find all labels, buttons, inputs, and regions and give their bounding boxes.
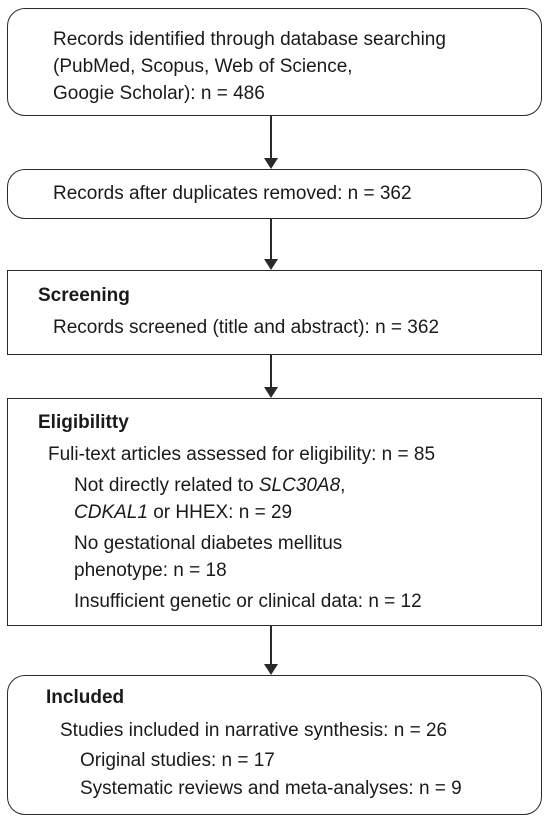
identification-line-2: (PubMed, Scopus, Web of Science,	[53, 56, 353, 77]
duplicates-removed-box: Records after duplicates removed: n = 36…	[7, 169, 542, 219]
screening-box: Screening Records screened (title and ab…	[7, 270, 542, 355]
original-studies-text: Original studies: n = 17	[80, 750, 275, 771]
identification-line-3: Googie Scholar): n = 486	[53, 83, 265, 104]
exclusion-insufficient-data: Insufficient genetic or clinical data: n…	[74, 591, 422, 612]
exclusion-not-related-rest: or HHEX: n = 29	[147, 502, 293, 523]
flow-arrow-2	[264, 219, 278, 270]
studies-included-text: Studies included in narrative synthesis:…	[60, 720, 448, 741]
included-box: Included Studies included in narrative s…	[7, 675, 542, 815]
flow-arrow-3	[264, 355, 278, 398]
identification-box: Records identified through database sear…	[7, 8, 542, 116]
exclusion-comma: ,	[340, 475, 346, 496]
screening-heading: Screening	[38, 285, 130, 306]
exclusion-not-related-cont: CDKAL1 or HHEX: n = 29	[74, 502, 292, 524]
eligibility-box: Eligibilitty Fuli-text articles assessed…	[7, 398, 542, 626]
identification-line-1: Records identified through database sear…	[53, 29, 446, 50]
gene-slc30a8: SLC30A8	[258, 475, 341, 496]
duplicates-removed-text: Records after duplicates removed: n = 36…	[53, 183, 412, 204]
systematic-reviews-text: Systematic reviews and meta-analyses: n …	[80, 778, 462, 799]
flow-arrow-4	[264, 626, 278, 675]
flow-arrow-1	[264, 116, 278, 169]
exclusion-not-related: Not directly related to SLC30A8,	[74, 475, 345, 497]
fulltext-assessed-text: Fuli-text articles assessed for eligibil…	[48, 444, 436, 465]
exclusion-not-related-prefix: Not directly related to	[74, 475, 259, 496]
eligibility-heading: Eligibilitty	[38, 412, 129, 433]
exclusion-no-gdm-line-2: phenotype: n = 18	[74, 560, 227, 581]
included-heading: Included	[46, 687, 125, 708]
exclusion-no-gdm-line-1: No gestational diabetes mellitus	[74, 533, 343, 554]
gene-cdkal1: CDKAL1	[74, 502, 148, 523]
records-screened-text: Records screened (title and abstract): n…	[53, 317, 440, 338]
